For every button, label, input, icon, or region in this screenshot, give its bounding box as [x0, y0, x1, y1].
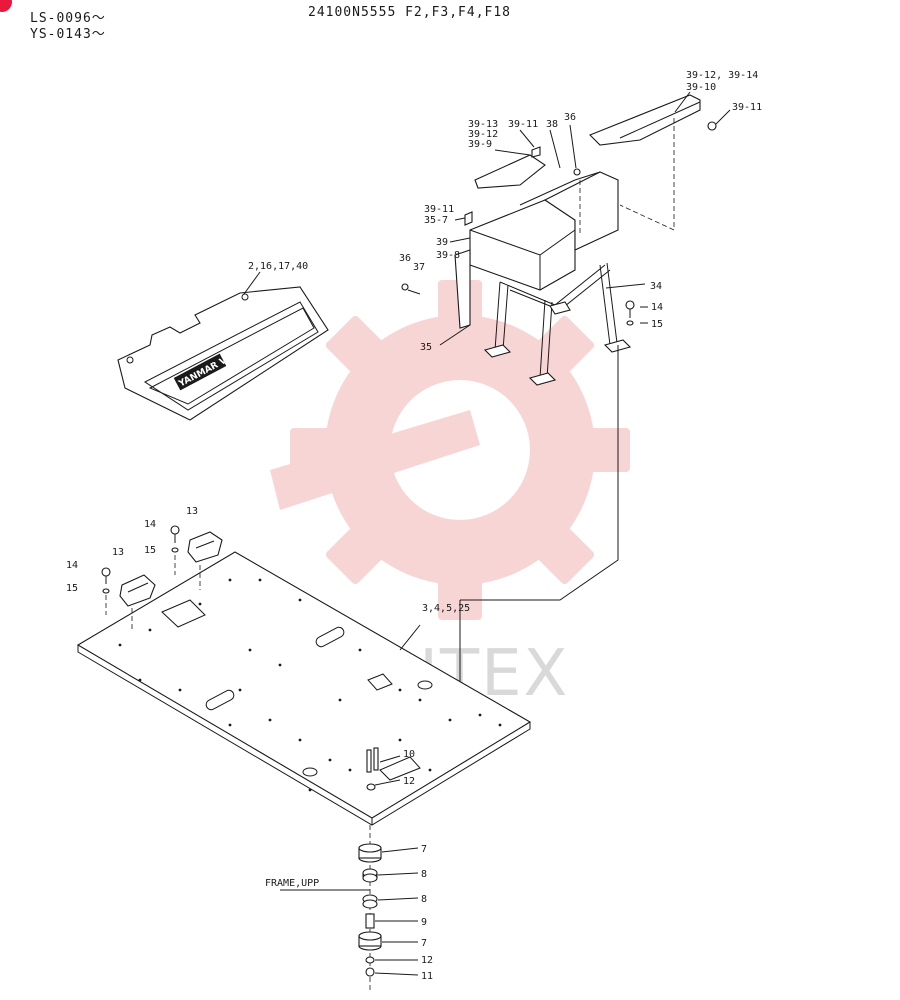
- callout-39-12: 39-12: [468, 129, 498, 140]
- callout-frame-upp: FRAME,UPP: [265, 878, 319, 889]
- callout-7-a: 7: [421, 844, 427, 855]
- callout-15-b: 15: [144, 545, 156, 556]
- callout-38: 38: [546, 119, 558, 130]
- callout-34: 34: [650, 281, 662, 292]
- callout-floor-plate: 3,4,5,25: [422, 603, 470, 614]
- callout-39-11-b: 39-11: [508, 119, 538, 130]
- assembly-leader-line: [460, 345, 619, 601]
- callout-7-b: 7: [421, 938, 427, 949]
- callout-12-a: 12: [403, 776, 415, 787]
- box-assembly-drawing: [401, 94, 717, 386]
- callout-8-b: 8: [421, 894, 427, 905]
- callout-15-c: 15: [66, 583, 78, 594]
- callout-39-8: 39-8: [436, 250, 460, 261]
- callout-39-11-c: 39-11: [424, 204, 454, 215]
- callout-9: 9: [421, 917, 427, 928]
- callout-11: 11: [421, 971, 433, 982]
- serial-range-2: YS-0143～: [30, 27, 106, 42]
- callout-35-7: 35-7: [424, 215, 448, 226]
- callout-36-b: 36: [399, 253, 411, 264]
- callout-14-b: 14: [144, 519, 156, 530]
- callout-leaders: [243, 91, 731, 976]
- callout-15-a: 15: [651, 319, 663, 330]
- callout-10: 10: [403, 749, 415, 760]
- callout-14-c: 14: [66, 560, 78, 571]
- callout-39-12-39-14: 39-12, 39-14: [686, 70, 758, 81]
- floor-plate-drawing: [76, 551, 532, 826]
- callout-37: 37: [413, 262, 425, 273]
- callout-39-11-a: 39-11: [732, 102, 762, 113]
- callout-mat-parts: 2,16,17,40: [248, 261, 308, 272]
- callout-14-a: 14: [651, 302, 663, 313]
- serial-range-1: LS-0096～: [30, 11, 106, 26]
- callout-13-a: 13: [186, 506, 198, 517]
- floor-mat-drawing: YANMAR Vio: [117, 286, 329, 421]
- corner-marker: [0, 0, 12, 12]
- callout-35: 35: [420, 342, 432, 353]
- hinge-parts-drawing: [101, 525, 223, 630]
- callout-36-a: 36: [564, 112, 576, 123]
- model-codes-title: 24100N5555 F2,F3,F4,F18: [308, 5, 511, 20]
- callout-39: 39: [436, 237, 448, 248]
- mount-stack-drawing: [280, 825, 382, 990]
- callout-39-9: 39-9: [468, 139, 492, 150]
- callout-39-10: 39-10: [686, 82, 716, 93]
- callout-39-13: 39-13: [468, 119, 498, 130]
- callout-8-a: 8: [421, 869, 427, 880]
- callout-13-b: 13: [112, 547, 124, 558]
- plate-bolts-drawing: [366, 747, 379, 791]
- callout-12-b: 12: [421, 955, 433, 966]
